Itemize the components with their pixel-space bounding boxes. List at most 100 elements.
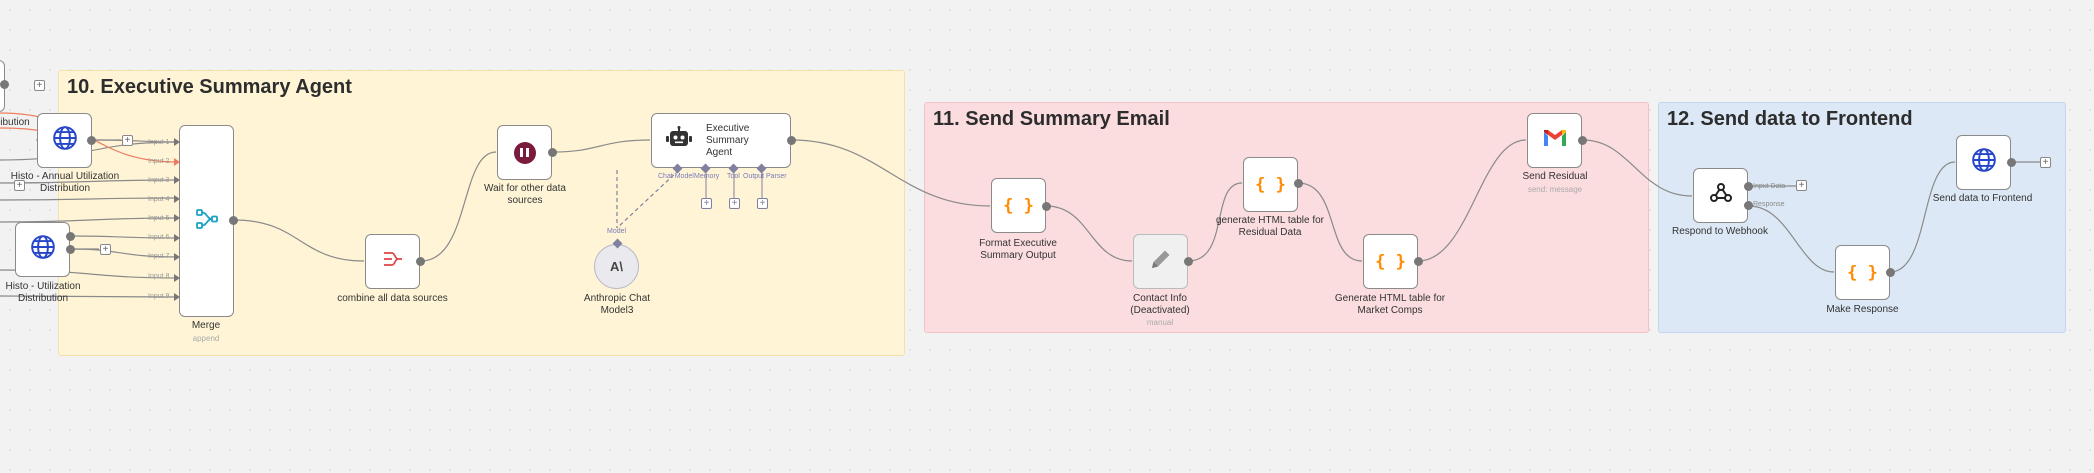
ai-port-label: Memory (694, 173, 720, 180)
pencil-icon (1149, 247, 1173, 276)
node-label: Format Executive Summary Output (979, 238, 1057, 261)
output-port[interactable] (1578, 136, 1587, 145)
port-label: Input Data (1753, 183, 1786, 190)
node-subtitle: append (192, 334, 220, 343)
add-node-button[interactable]: + (34, 80, 45, 91)
braces-icon: { } (1847, 262, 1878, 283)
node-label: Merge (191, 320, 221, 331)
input-arrow (174, 234, 180, 242)
input-arrow (174, 158, 180, 166)
merge-input-label: Input 4 (148, 196, 170, 203)
node-executive-summary-agent[interactable]: Executive Summary Agent (651, 113, 791, 168)
input-arrow (174, 274, 180, 282)
node-anthropic-chat-model[interactable]: A\ (594, 244, 639, 289)
node-title: Executive Summary Agent (706, 122, 750, 158)
add-output-parser-button[interactable]: + (757, 198, 768, 209)
ai-port-label: Tool (727, 173, 740, 180)
robot-icon (666, 126, 692, 155)
output-port[interactable] (1184, 257, 1193, 266)
node-label: combine all data sources (337, 293, 448, 304)
node-merge[interactable] (179, 125, 234, 317)
node-label: Histo - Annual Utilization Distribution (10, 171, 120, 194)
sticky-title: 12. Send data to Frontend (1667, 108, 1913, 130)
merge-input-label: Input 8 (148, 273, 170, 280)
output-port[interactable] (787, 136, 796, 145)
ai-port-label: Output Parser (743, 173, 787, 180)
node-histo-annual-utilization[interactable] (37, 113, 92, 168)
node-send-data-to-frontend[interactable] (1956, 135, 2011, 190)
node-label: Send data to Frontend (1932, 193, 2033, 204)
output-port[interactable] (229, 216, 238, 225)
input-arrow (174, 293, 180, 301)
output-port[interactable] (66, 245, 75, 254)
node-label: Histo - Utilization Distribution (5, 281, 81, 304)
node-combine-all-data-sources[interactable] (365, 234, 420, 289)
node-label: Make Response (1826, 304, 1899, 315)
input-arrow (174, 176, 180, 184)
add-node-button[interactable]: + (1796, 180, 1807, 191)
input-arrow (174, 195, 180, 203)
node-contact-info-deactivated[interactable] (1133, 234, 1188, 289)
input-arrow (174, 138, 180, 146)
webhook-icon (1709, 181, 1733, 210)
merge-input-label: Input 2 (148, 158, 170, 165)
node-label: generate HTML table for Residual Data (1215, 215, 1325, 238)
node-label: Anthropic Chat Model3 (583, 293, 651, 316)
node-label: Send Residual (1522, 171, 1588, 182)
add-node-button[interactable]: + (100, 244, 111, 255)
merge-input-label: Input 1 (148, 139, 170, 146)
output-port[interactable] (1414, 257, 1423, 266)
globe-icon (52, 125, 78, 156)
node-histo-utilization[interactable] (15, 222, 70, 277)
node-make-response[interactable]: { } (1835, 245, 1890, 300)
add-node-button[interactable]: + (14, 180, 25, 191)
node-format-executive-summary[interactable]: { } (991, 178, 1046, 233)
merge-icon (195, 207, 219, 236)
output-port[interactable] (548, 148, 557, 157)
merge-input-label: Input 6 (148, 234, 170, 241)
output-port-response[interactable] (1744, 201, 1753, 210)
ai-port-label: Chat Model (658, 173, 694, 180)
node-label: Generate HTML table for Market Comps (1334, 293, 1446, 316)
node-label: Contact Info (Deactivated) (1130, 293, 1190, 316)
braces-icon: { } (1375, 251, 1406, 272)
node-subtitle: manual (1146, 318, 1174, 327)
output-port[interactable] (0, 80, 9, 89)
add-memory-button[interactable]: + (701, 198, 712, 209)
ai-port-label: Model (607, 228, 627, 235)
partial-node-label: ibution (0, 117, 30, 128)
output-port[interactable] (1294, 179, 1303, 188)
output-port[interactable] (87, 136, 96, 145)
output-port[interactable] (416, 257, 425, 266)
output-port[interactable] (66, 232, 75, 241)
merge-input-label: Input 7 (148, 253, 170, 260)
globe-icon (1971, 147, 1997, 178)
gmail-icon (1542, 128, 1568, 153)
node-generate-html-residual[interactable]: { } (1243, 157, 1298, 212)
add-node-button[interactable]: + (2040, 157, 2051, 168)
pause-icon (513, 141, 536, 164)
globe-icon (30, 234, 56, 265)
braces-icon: { } (1003, 195, 1034, 216)
node-label: Wait for other data sources (484, 183, 566, 206)
merge-input-label: Input 5 (148, 215, 170, 222)
add-node-button[interactable]: + (122, 135, 133, 146)
input-arrow (174, 214, 180, 222)
node-respond-to-webhook[interactable] (1693, 168, 1748, 223)
node-generate-html-market[interactable]: { } (1363, 234, 1418, 289)
node-send-residual[interactable] (1527, 113, 1582, 168)
add-tool-button[interactable]: + (729, 198, 740, 209)
output-port[interactable] (1886, 268, 1895, 277)
merge-input-label: Input 9 (148, 293, 170, 300)
braces-icon: { } (1255, 174, 1286, 195)
merge-input-label: Input 3 (148, 177, 170, 184)
sticky-title: 10. Executive Summary Agent (67, 76, 352, 98)
sticky-title: 11. Send Summary Email (933, 108, 1170, 130)
port-label: Response (1753, 201, 1785, 208)
anthropic-icon: A\ (610, 259, 623, 274)
node-wait[interactable] (497, 125, 552, 180)
output-port[interactable] (2007, 158, 2016, 167)
output-port[interactable] (1042, 202, 1051, 211)
output-port-input-data[interactable] (1744, 182, 1753, 191)
node-subtitle: send: message (1527, 185, 1583, 194)
